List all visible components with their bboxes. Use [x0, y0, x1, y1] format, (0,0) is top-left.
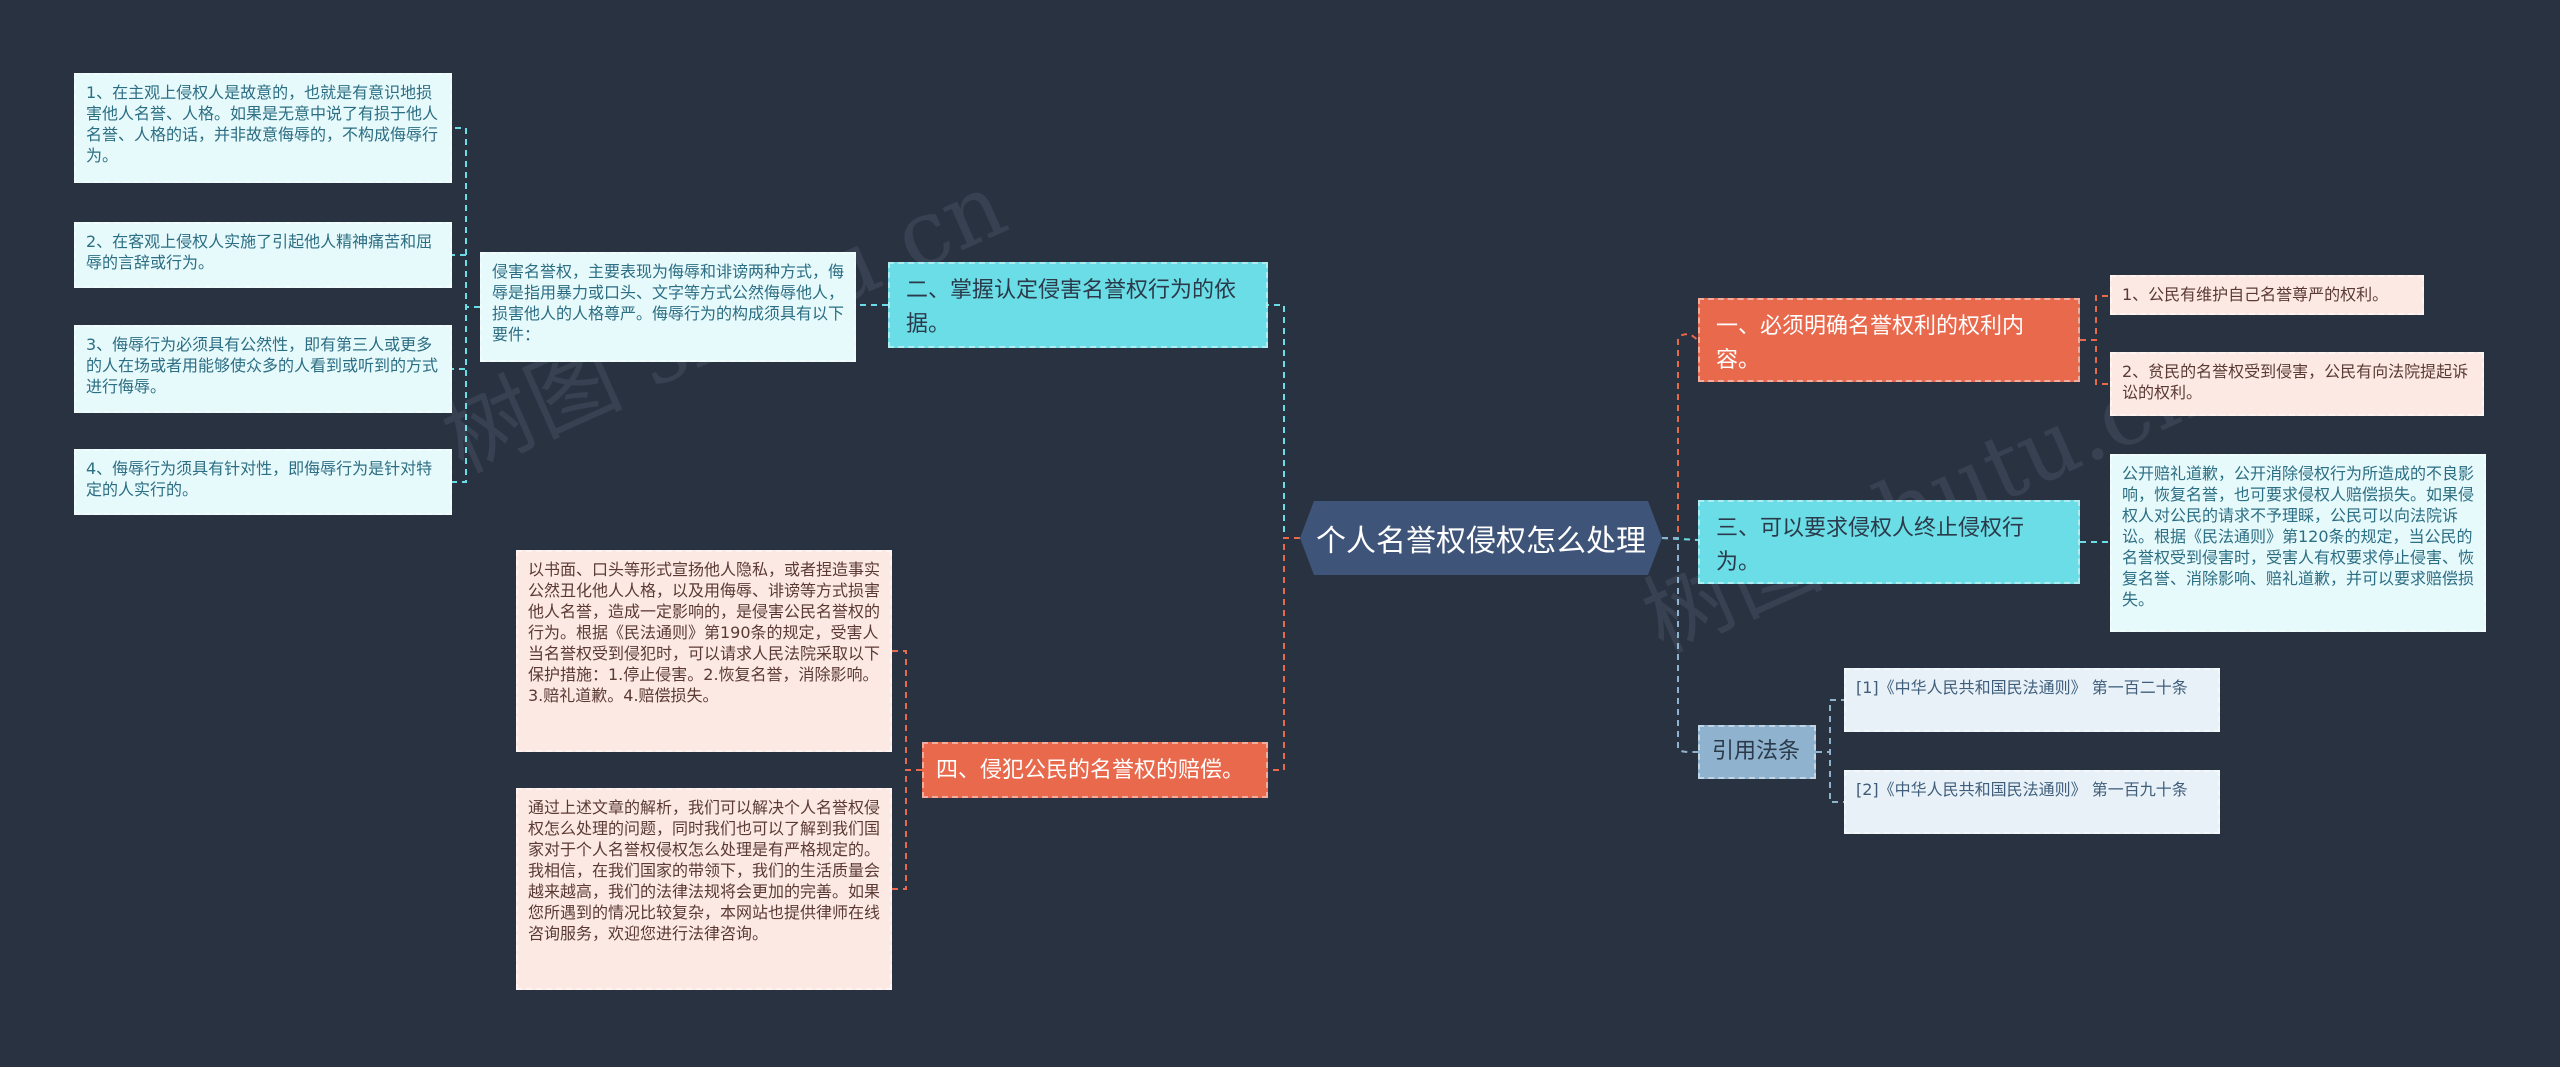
- link-b5-l2: [1816, 751, 1844, 803]
- leaf-law-2[interactable]: [2]《中华人民共和国民法通则》 第一百九十条: [1844, 770, 2220, 834]
- link-main-l4: [452, 306, 480, 483]
- branch-identify-basis[interactable]: 二、掌握认定侵害名誉权行为的依据。: [888, 262, 1268, 348]
- leaf-insult-3[interactable]: 3、侮辱行为必须具有公然性，即有第三人或更多的人在场或者用能够使众多的人看到或听…: [74, 325, 452, 413]
- leaf-rights-2[interactable]: 2、贫民的名誉权受到侵害，公民有向法院提起诉讼的权利。: [2110, 352, 2484, 416]
- leaf-insult-2[interactable]: 2、在客观上侵权人实施了引起他人精神痛苦和屈辱的言辞或行为。: [74, 222, 452, 288]
- branch-rights-content[interactable]: 一、必须明确名誉权利的权利内容。: [1698, 298, 2080, 382]
- link-root-b1: [1662, 332, 1699, 539]
- link-b1-l2: [2080, 339, 2110, 385]
- leaf-insult-main[interactable]: 侵害名誉权，主要表现为侮辱和诽谤两种方式，侮辱是指用暴力或口头、文字等方式公然侮…: [480, 252, 856, 362]
- branch-cited-laws[interactable]: 引用法条: [1698, 725, 1816, 779]
- leaf-compensation-1[interactable]: 以书面、口头等形式宣扬他人隐私，或者捏造事实公然丑化他人人格，以及用侮辱、诽谤等…: [516, 550, 892, 752]
- leaf-insult-1[interactable]: 1、在主观上侵权人是故意的，也就是有意识地损害他人名誉、人格。如果是无意中说了有…: [74, 73, 452, 183]
- link-root-b5: [1662, 537, 1698, 753]
- root-title: 个人名誉权侵权怎么处理: [1316, 524, 1646, 559]
- link-b4-l1: [892, 650, 922, 771]
- link-root-b2: [1268, 304, 1300, 539]
- link-b4-l2: [892, 769, 922, 890]
- leaf-compensation-2[interactable]: 通过上述文章的解析，我们可以解决个人名誉权侵权怎么处理的问题，同时我们也可以了解…: [516, 788, 892, 990]
- link-b1-l1: [2080, 295, 2110, 341]
- leaf-rights-1[interactable]: 1、公民有维护自己名誉尊严的权利。: [2110, 275, 2424, 315]
- branch-compensation[interactable]: 四、侵犯公民的名誉权的赔偿。: [922, 742, 1268, 798]
- root-topic[interactable]: 个人名誉权侵权怎么处理: [1300, 501, 1662, 575]
- leaf-law-1[interactable]: [1]《中华人民共和国民法通则》 第一百二十条: [1844, 668, 2220, 732]
- link-root-b4: [1268, 537, 1300, 771]
- leaf-stop-1[interactable]: 公开赔礼道歉，公开消除侵权行为所造成的不良影响，恢复名誉，也可要求侵权人赔偿损失…: [2110, 454, 2486, 632]
- branch-stop-infringement[interactable]: 三、可以要求侵权人终止侵权行为。: [1698, 500, 2080, 584]
- leaf-insult-4[interactable]: 4、侮辱行为须具有针对性，即侮辱行为是针对特定的人实行的。: [74, 449, 452, 515]
- link-b5-l1: [1816, 699, 1844, 753]
- link-main-l1: [452, 127, 480, 308]
- link-main-l2: [452, 254, 480, 308]
